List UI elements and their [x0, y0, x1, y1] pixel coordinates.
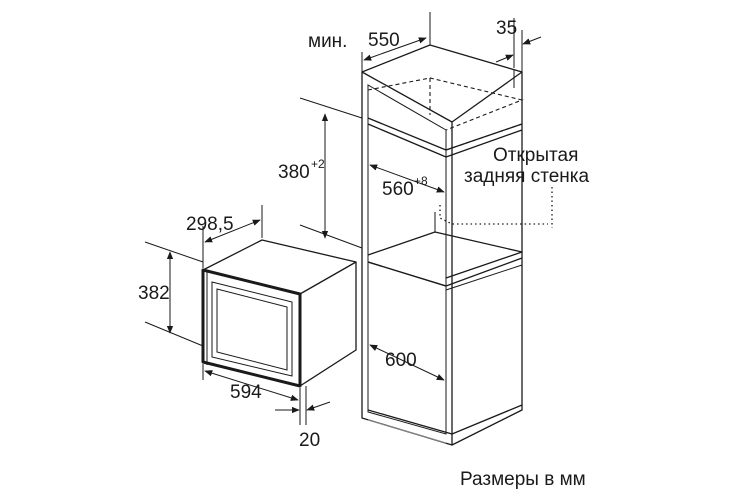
- label-appliance-depth: 298,5: [186, 214, 234, 235]
- label-inner-width: 600: [385, 350, 417, 371]
- label-door-thickness: 20: [299, 430, 320, 451]
- label-open-back-line1: Открытая: [493, 145, 578, 166]
- label-niche-height-tolerance: +2: [311, 157, 325, 171]
- label-cabinet-depth: 550: [368, 30, 400, 51]
- dim-inner-width: [369, 344, 445, 381]
- label-cabinet-depth-prefix: мин.: [308, 31, 347, 52]
- label-units-note: Размеры в мм: [460, 469, 586, 490]
- dim-appliance-height: [144, 241, 204, 347]
- label-panel-thickness: 35: [496, 18, 517, 39]
- open-back-leader: [439, 187, 553, 228]
- label-niche-width-tolerance: +8: [414, 174, 428, 188]
- label-appliance-height: 382: [138, 283, 170, 304]
- label-appliance-width: 594: [230, 382, 262, 403]
- dim-door-thickness: [275, 386, 331, 425]
- built-in-appliance: [201, 239, 357, 388]
- dim-niche-width: [369, 164, 445, 193]
- label-open-back-line2: задняя стенка: [464, 166, 589, 187]
- dim-appliance-depth: [202, 205, 263, 268]
- label-niche-height: 380: [278, 162, 310, 183]
- dim-cabinet-depth: [361, 12, 431, 72]
- dim-panel-thickness: [495, 18, 542, 72]
- tall-cabinet: [361, 44, 524, 446]
- dim-niche-height: [299, 97, 363, 249]
- label-niche-width: 560: [382, 179, 414, 200]
